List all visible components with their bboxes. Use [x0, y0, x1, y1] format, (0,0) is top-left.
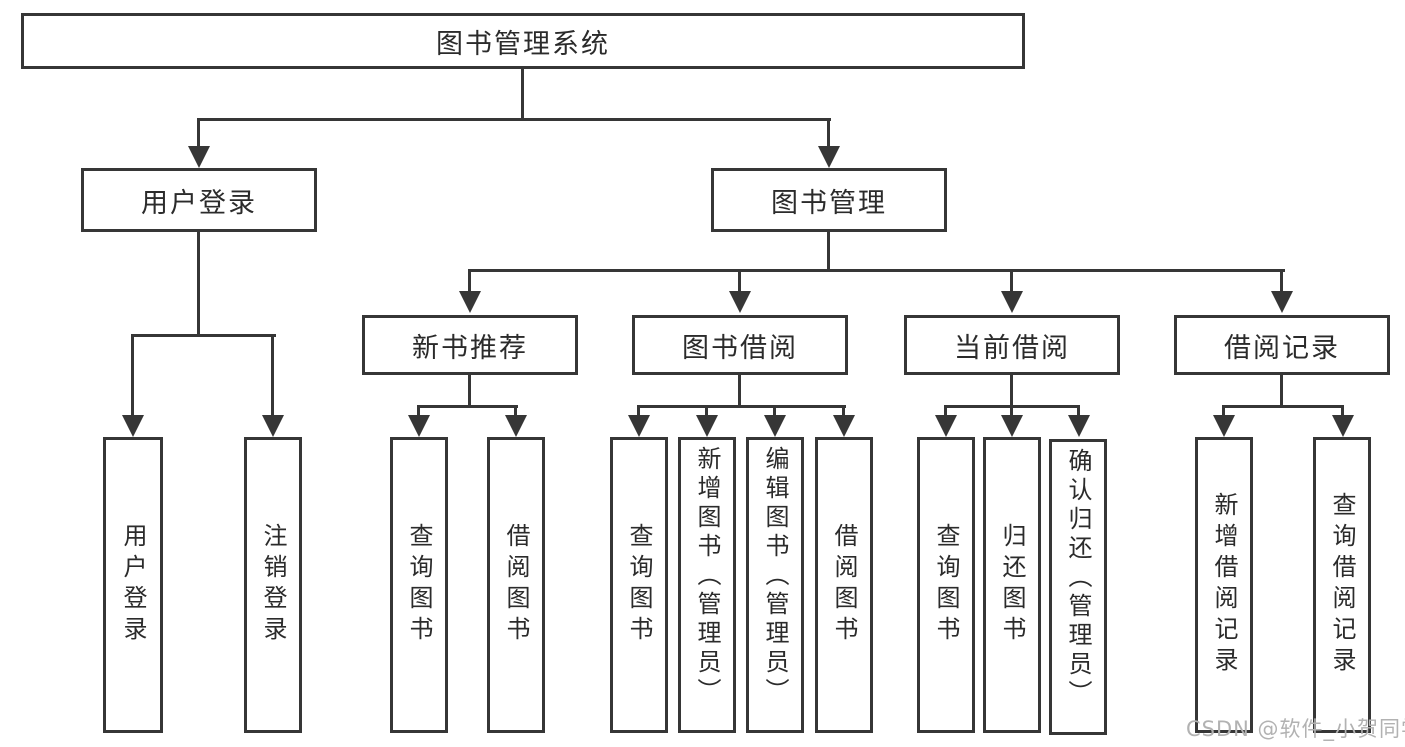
connector-line	[637, 405, 846, 408]
connector-line	[944, 405, 947, 420]
leaf-user-login: 用户登录	[103, 437, 163, 733]
connector-line	[271, 334, 274, 420]
leaf-cb-return-books: 归还图书	[983, 437, 1041, 733]
connector-line	[1280, 375, 1283, 408]
leaf-logout: 注销登录	[244, 437, 302, 733]
arrow-down-icon	[505, 415, 527, 437]
arrow-down-icon	[1332, 415, 1354, 437]
connector-line	[1077, 405, 1080, 420]
leaf-cb-confirm-return-admin: 确认归还（管理员）	[1049, 439, 1107, 735]
connector-line	[197, 232, 200, 336]
arrow-down-icon	[935, 415, 957, 437]
arrow-down-icon	[1001, 415, 1023, 437]
arrow-down-icon	[1001, 291, 1023, 313]
connector-line	[827, 118, 830, 152]
connector-line	[197, 118, 200, 152]
leaf-bb-query-books: 查询图书	[610, 437, 668, 733]
connector-line	[827, 232, 830, 272]
connector-line	[738, 375, 741, 408]
leaf-nbr-query-books: 查询图书	[390, 437, 448, 733]
connector-line	[705, 405, 708, 420]
node-book-borrow: 图书借阅	[632, 315, 848, 375]
arrow-down-icon	[729, 291, 751, 313]
connector-line	[514, 405, 517, 420]
arrow-down-icon	[1068, 415, 1090, 437]
node-borrow-records: 借阅记录	[1174, 315, 1390, 375]
connector-line	[1010, 269, 1013, 297]
arrow-down-icon	[764, 415, 786, 437]
node-current-borrow: 当前借阅	[904, 315, 1120, 375]
arrow-down-icon	[408, 415, 430, 437]
connector-line	[842, 405, 845, 420]
connector-line	[131, 334, 134, 420]
connector-line	[1010, 375, 1013, 408]
leaf-br-query-record: 查询借阅记录	[1313, 437, 1371, 733]
connector-line	[637, 405, 640, 420]
arrow-down-icon	[696, 415, 718, 437]
connector-line	[468, 375, 471, 408]
connector-line	[1222, 405, 1225, 420]
arrow-down-icon	[628, 415, 650, 437]
arrow-down-icon	[818, 146, 840, 168]
connector-line	[773, 405, 776, 420]
connector-line	[197, 118, 831, 121]
node-book-management: 图书管理	[711, 168, 947, 232]
arrow-down-icon	[122, 415, 144, 437]
arrow-down-icon	[833, 415, 855, 437]
connector-line	[1280, 269, 1283, 297]
connector-line	[468, 269, 471, 297]
node-root: 图书管理系统	[21, 13, 1025, 69]
arrow-down-icon	[1213, 415, 1235, 437]
arrow-down-icon	[188, 146, 210, 168]
connector-line	[468, 269, 1285, 272]
csdn-watermark: CSDN @软件_小贺同学	[1186, 717, 1405, 741]
arrow-down-icon	[262, 415, 284, 437]
leaf-bb-borrow-books: 借阅图书	[815, 437, 873, 733]
arrow-down-icon	[1271, 291, 1293, 313]
connector-line	[738, 269, 741, 297]
connector-line	[417, 405, 518, 408]
leaf-bb-add-books-admin: 新增图书（管理员）	[678, 437, 736, 733]
connector-line	[1341, 405, 1344, 420]
connector-line	[1222, 405, 1344, 408]
node-new-book-recommend: 新书推荐	[362, 315, 578, 375]
connector-line	[131, 334, 276, 337]
leaf-nbr-borrow-books: 借阅图书	[487, 437, 545, 733]
connector-line	[417, 405, 420, 420]
leaf-bb-edit-books-admin: 编辑图书（管理员）	[746, 437, 804, 733]
node-user-login: 用户登录	[81, 168, 317, 232]
arrow-down-icon	[459, 291, 481, 313]
leaf-cb-query-books: 查询图书	[917, 437, 975, 733]
connector-line	[1010, 405, 1013, 420]
connector-line	[521, 69, 524, 120]
leaf-br-add-record: 新增借阅记录	[1195, 437, 1253, 733]
